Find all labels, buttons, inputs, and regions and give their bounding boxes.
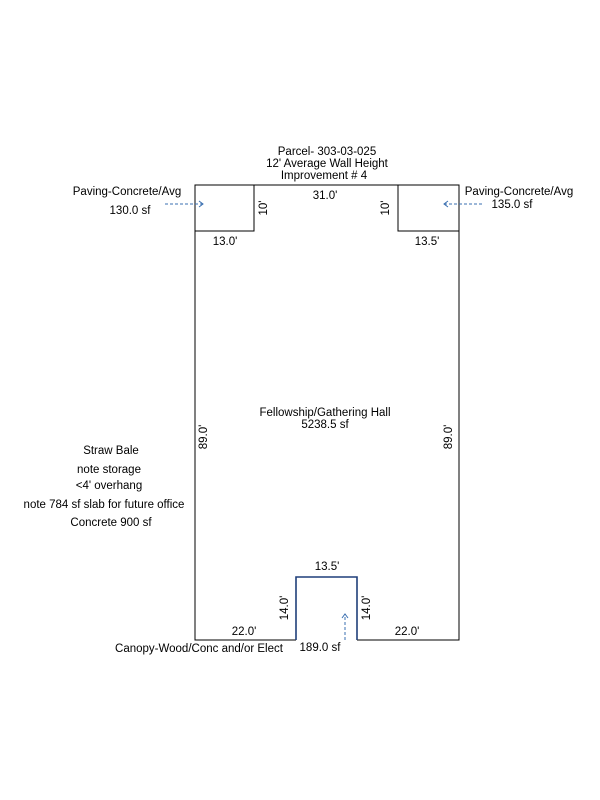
canopy-width: 13.5'	[315, 561, 340, 573]
paving-right-label: Paving-Concrete/Avg	[465, 186, 573, 198]
note-slab: note 784 sf slab for future office	[24, 499, 185, 511]
wall-height-label: 12' Average Wall Height	[266, 158, 389, 170]
main-area-size: 5238.5 sf	[301, 419, 349, 431]
paving-left-label: Paving-Concrete/Avg	[73, 186, 181, 198]
note-overhang: <4' overhang	[76, 480, 142, 492]
canopy-arrow	[341, 613, 349, 640]
note-storage: note storage	[77, 464, 141, 476]
canopy-outline	[295, 576, 358, 640]
paving-left-arrow	[165, 200, 204, 208]
paving-left-area: 130.0 sf	[110, 205, 152, 217]
bottom-right-dimension: 22.0'	[395, 626, 420, 638]
canopy-label: Canopy-Wood/Conc and/or Elect	[115, 643, 284, 655]
canopy-area: 189.0 sf	[300, 642, 342, 654]
top-width-dimension: 31.0'	[313, 190, 338, 202]
paving-left-outline	[194, 184, 255, 232]
parcel-label: Parcel- 303-03-025	[278, 146, 376, 158]
paving-left-depth: 10'	[258, 201, 270, 216]
canopy-right-depth: 14.0'	[361, 596, 373, 621]
main-building-outline	[194, 184, 460, 641]
bottom-left-dimension: 22.0'	[232, 626, 257, 638]
paving-right-outline	[397, 184, 460, 232]
right-height-dimension: 89.0'	[443, 425, 455, 450]
note-straw-bale: Straw Bale	[83, 445, 139, 457]
paving-right-arrow	[443, 200, 484, 208]
improvement-label: Improvement # 4	[281, 170, 368, 182]
paving-right-depth: 10'	[380, 201, 392, 216]
paving-right-width: 13.5'	[415, 236, 440, 248]
note-concrete: Concrete 900 sf	[70, 517, 152, 529]
left-height-dimension: 89.0'	[198, 425, 210, 450]
canopy-left-depth: 14.0'	[279, 596, 291, 621]
paving-right-area: 135.0 sf	[492, 199, 534, 211]
main-area-name: Fellowship/Gathering Hall	[259, 407, 390, 419]
paving-left-width: 13.0'	[213, 236, 238, 248]
